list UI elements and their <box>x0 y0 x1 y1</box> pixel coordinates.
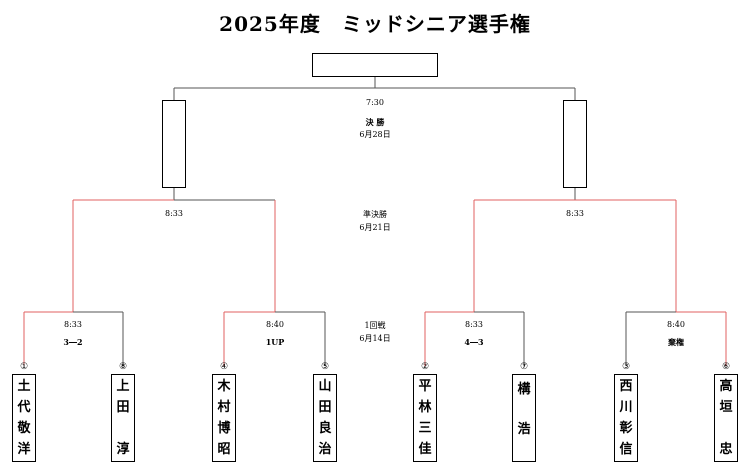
left-finalist-box <box>162 100 186 188</box>
name-char: 川 <box>619 400 633 415</box>
name-char: 上 <box>116 379 130 394</box>
name-char: 平 <box>418 379 432 394</box>
name-char: 西 <box>619 379 633 394</box>
player-seed: ③ <box>621 362 631 372</box>
name-char: 彰 <box>619 421 633 436</box>
name-char: 山 <box>318 379 332 394</box>
right-finalist-box <box>563 100 587 188</box>
name-char: 洋 <box>17 442 31 457</box>
match-time: 8:40 <box>667 320 685 329</box>
player-name-box: 山 田 良 治 <box>313 374 337 462</box>
final-time: 7:30 <box>366 98 384 107</box>
name-char: 佳 <box>418 442 432 457</box>
name-char: 田 <box>318 400 332 415</box>
name-char: 村 <box>217 400 231 415</box>
name-char: 代 <box>17 400 31 415</box>
player-name-box: 木 村 博 昭 <box>212 374 236 462</box>
match-time: 8:33 <box>465 320 483 329</box>
name-char: 三 <box>418 421 432 436</box>
name-char: 高 <box>719 379 733 394</box>
name-char: 博 <box>217 421 231 436</box>
player-seed: ① <box>19 362 29 372</box>
round1-date: 6月14日 <box>359 334 391 343</box>
name-char: 浩 <box>517 422 531 437</box>
player-seed: ④ <box>219 362 229 372</box>
name-char: 昭 <box>217 442 231 457</box>
player-name-box: 西 川 彰 信 <box>614 374 638 462</box>
champion-box <box>312 53 438 77</box>
name-char: 土 <box>17 379 31 394</box>
match-result: 4―3 <box>464 337 484 347</box>
player-seed: ⑦ <box>519 362 529 372</box>
match-time: 8:33 <box>64 320 82 329</box>
semi-left-time: 8:33 <box>165 209 183 218</box>
player-seed: ⑤ <box>320 362 330 372</box>
semi-label: 準決勝 <box>363 210 387 219</box>
player-name-box: 土 代 敬 洋 <box>12 374 36 462</box>
name-char: 田 <box>116 400 130 415</box>
match-result: 3―2 <box>63 337 83 347</box>
final-date: 6月28日 <box>359 130 391 139</box>
round1-label: 1回戦 <box>364 321 386 330</box>
name-char: 構 <box>517 382 531 397</box>
name-char: 良 <box>318 421 332 436</box>
player-seed: ⑥ <box>721 362 731 372</box>
name-char: 忠 <box>719 442 733 457</box>
player-seed: ② <box>420 362 430 372</box>
player-seed: ⑧ <box>118 362 128 372</box>
match-result: 1UP <box>265 337 285 347</box>
semi-right-time: 8:33 <box>566 209 584 218</box>
name-char: 木 <box>217 379 231 394</box>
semi-date: 6月21日 <box>359 223 391 232</box>
final-label: 決 勝 <box>365 117 385 127</box>
name-char: 治 <box>318 442 332 457</box>
name-char: 林 <box>418 400 432 415</box>
player-name-box: 上 田 淳 <box>111 374 135 462</box>
page-title: 2025年度 ミッドシニア選手権 <box>219 12 531 36</box>
name-char: 信 <box>619 442 633 457</box>
player-name-box: 高 垣 忠 <box>714 374 738 462</box>
player-name-box: 平 林 三 佳 <box>413 374 437 462</box>
match-time: 8:40 <box>266 320 284 329</box>
name-char: 敬 <box>17 421 31 436</box>
name-char: 淳 <box>116 442 130 457</box>
name-char: 垣 <box>719 400 733 415</box>
match-result: 棄権 <box>668 337 684 347</box>
player-name-box: 構 浩 <box>512 374 536 462</box>
